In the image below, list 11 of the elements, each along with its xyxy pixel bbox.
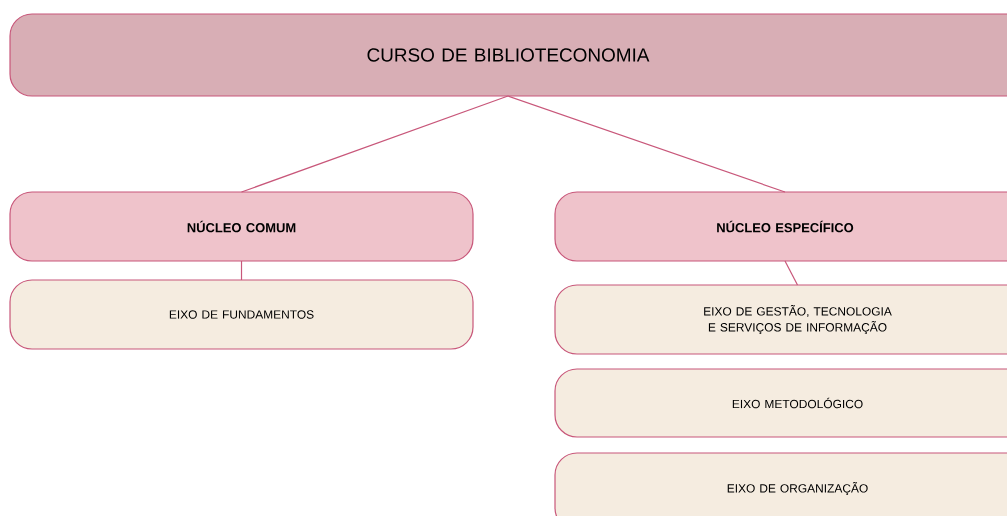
- connector-line: [240, 95, 509, 193]
- process-box: EIXO DE FUNDAMENTOS: [9, 279, 474, 350]
- process-box: EIXO DE ORGANIZAÇÃO: [554, 452, 1007, 516]
- heading-box: NÚCLEO COMUM: [9, 191, 474, 262]
- process-box: EIXO DE GESTÃO, TECNOLOGIA E SERVIÇOS DE INFORMAÇÃO: [554, 284, 1007, 355]
- heading-box: NÚCLEO ESPECÍFICO: [554, 191, 1007, 262]
- process-box: CURSO DE BIBLIOTECONOMIA: [9, 13, 1007, 97]
- process-box: EIXO METODOLÓGICO: [554, 368, 1007, 438]
- connector-line: [240, 260, 243, 281]
- connector-line: [507, 95, 786, 193]
- connector-line: [784, 260, 799, 286]
